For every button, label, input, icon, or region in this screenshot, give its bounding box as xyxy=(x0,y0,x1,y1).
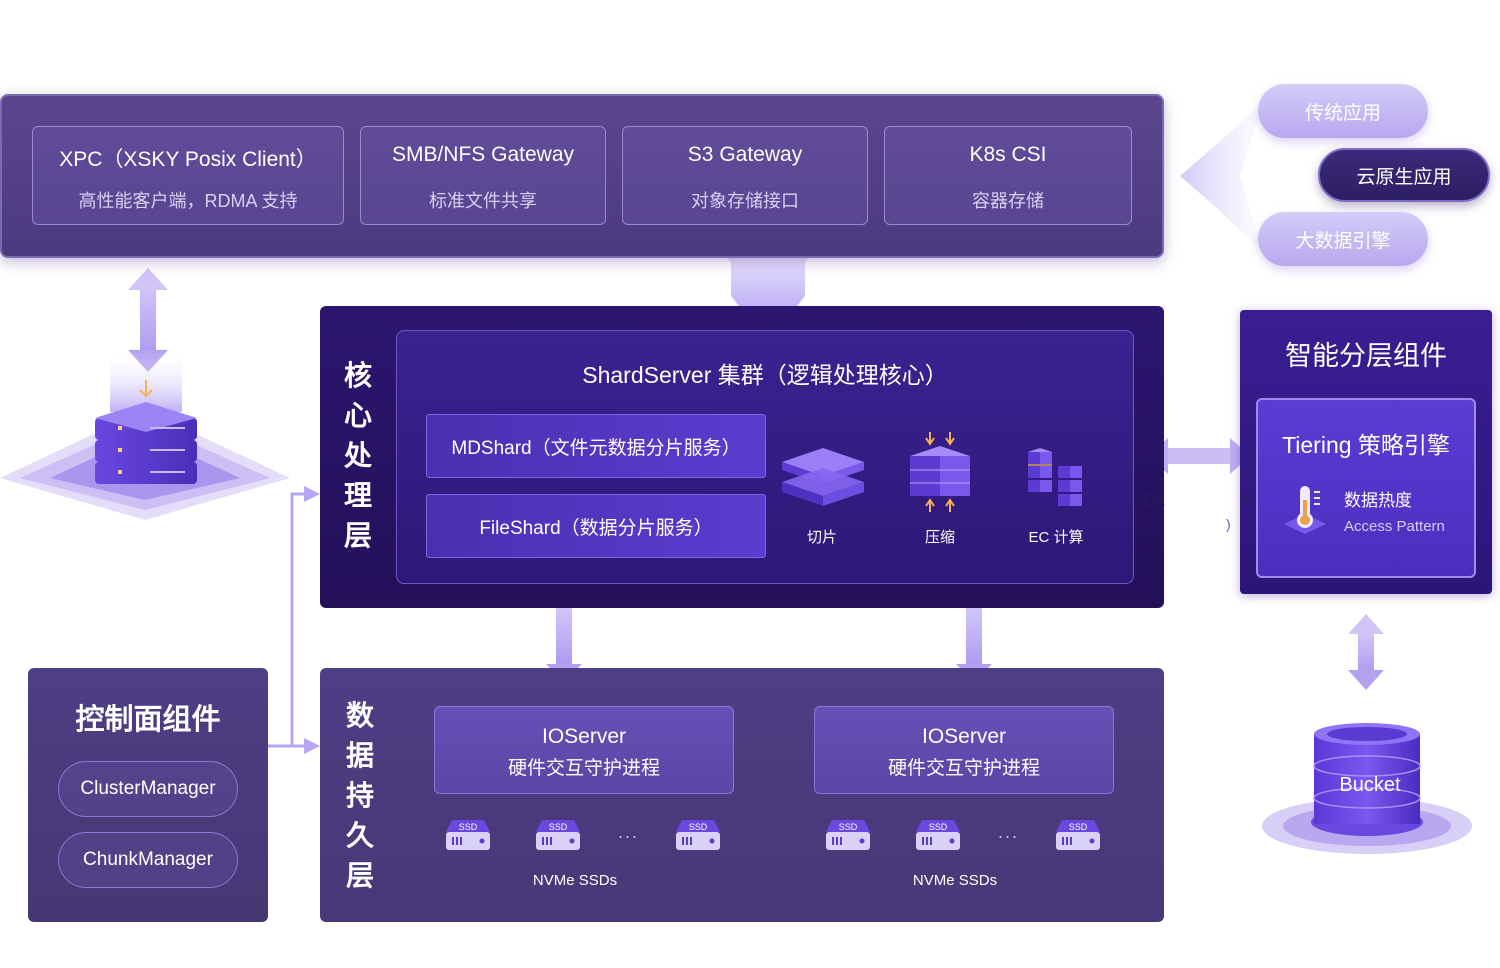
ssd-ellipsis: ... xyxy=(998,822,1020,842)
client-title: K8s CSI xyxy=(969,143,1047,166)
svg-text:SSD: SSD xyxy=(929,822,948,832)
client-subtitle: 标准文件共享 xyxy=(429,191,537,211)
svg-text:SSD: SSD xyxy=(1069,822,1088,832)
thermometer-icon xyxy=(1284,486,1326,534)
bucket-illustration xyxy=(1262,723,1472,854)
ssd-icon: SSD xyxy=(1054,818,1102,859)
client-card-s3[interactable]: S3 Gateway 对象存储接口 xyxy=(622,126,868,225)
nvme-ssds-label: NVMe SSDs xyxy=(912,872,998,889)
tiering-bucket-arrow xyxy=(1348,614,1384,690)
client-title: SMB/NFS Gateway xyxy=(391,143,575,166)
nvme-ssds-label: NVMe SSDs xyxy=(532,872,618,889)
compress-icon xyxy=(910,432,970,512)
fileshard-service[interactable]: FileShard（数据分片服务） xyxy=(426,494,766,558)
link-label-fragment-paren: ) xyxy=(1226,516,1231,532)
ec-compute-icon xyxy=(1028,448,1082,506)
access-layer xyxy=(0,94,1164,258)
svg-text:SSD: SSD xyxy=(839,822,858,832)
client-card-smb-nfs[interactable]: SMB/NFS Gateway 标准文件共享 xyxy=(360,126,606,225)
slice-icon xyxy=(782,448,864,506)
ioserver-subtitle: 硬件交互守护进程 xyxy=(507,758,660,779)
cluster-manager[interactable]: ClusterManager xyxy=(58,761,238,817)
tiering-engine-card[interactable] xyxy=(1256,398,1476,578)
ssd-ellipsis: ... xyxy=(618,822,640,842)
chunk-manager[interactable]: ChunkManager xyxy=(58,832,238,888)
client-title: S3 Gateway xyxy=(687,143,803,166)
apps-to-access-arrow xyxy=(1180,104,1262,250)
app-traditional[interactable]: 传统应用 xyxy=(1258,84,1428,138)
svg-text:SSD: SSD xyxy=(549,822,568,832)
ioserver-title: IOServer xyxy=(541,725,627,748)
client-subtitle: 对象存储接口 xyxy=(691,191,799,211)
compress-label: 压缩 xyxy=(924,529,955,546)
mdshard-service[interactable]: MDShard（文件元数据分片服务） xyxy=(426,414,766,478)
control-plane-title: 控制面组件 xyxy=(75,704,221,736)
core-layer-label: 核 心 处 理 层 xyxy=(343,360,372,551)
link-label-fragment-right: m xyxy=(1240,492,1254,509)
ioserver-card-2[interactable]: IOServer 硬件交互守护进程 xyxy=(814,706,1114,794)
ec-compute-label: EC 计算 xyxy=(1028,529,1084,546)
ssd-icon: SSD xyxy=(534,818,582,859)
client-subtitle: 高性能客户端，RDMA 支持 xyxy=(78,191,298,211)
client-subtitle: 容器存储 xyxy=(972,191,1044,211)
app-cloud-native[interactable]: 云原生应用 xyxy=(1318,148,1490,202)
client-card-k8s-csi[interactable]: K8s CSI 容器存储 xyxy=(884,126,1132,225)
tiering-title: 智能分层组件 xyxy=(1285,341,1447,371)
ioserver-card-1[interactable]: IOServer 硬件交互守护进程 xyxy=(434,706,734,794)
ssd-icon: SSD xyxy=(444,818,492,859)
client-title: XPC（XSKY Posix Client） xyxy=(59,148,317,171)
svg-text:SSD: SSD xyxy=(459,822,478,832)
link-label-fragment-left: Da xyxy=(1144,492,1165,509)
ssd-icon: SSD xyxy=(824,818,872,859)
client-card-xpc[interactable]: XPC（XSKY Posix Client） 高性能客户端，RDMA 支持 xyxy=(32,126,344,225)
svg-text:SSD: SSD xyxy=(689,822,708,832)
ssd-icon: SSD xyxy=(914,818,962,859)
server-stack-illustration xyxy=(0,350,290,520)
bucket-label: Bucket xyxy=(1339,774,1401,796)
ioserver-subtitle: 硬件交互守护进程 xyxy=(887,758,1040,779)
ioserver-title: IOServer xyxy=(921,725,1007,748)
shardserver-title: ShardServer 集群（逻辑处理核心） xyxy=(582,362,948,388)
control-plane-connector xyxy=(268,492,316,748)
access-pattern-label: Access Pattern xyxy=(1344,518,1445,535)
slice-label: 切片 xyxy=(806,529,837,546)
data-heat-label: 数据热度 xyxy=(1344,491,1412,510)
ssd-icon: SSD xyxy=(674,818,722,859)
tiering-engine-title: Tiering 策略引擎 xyxy=(1282,432,1450,458)
app-big-data[interactable]: 大数据引擎 xyxy=(1258,212,1428,266)
persist-layer-label: 数 据 持 久 层 xyxy=(345,700,374,891)
